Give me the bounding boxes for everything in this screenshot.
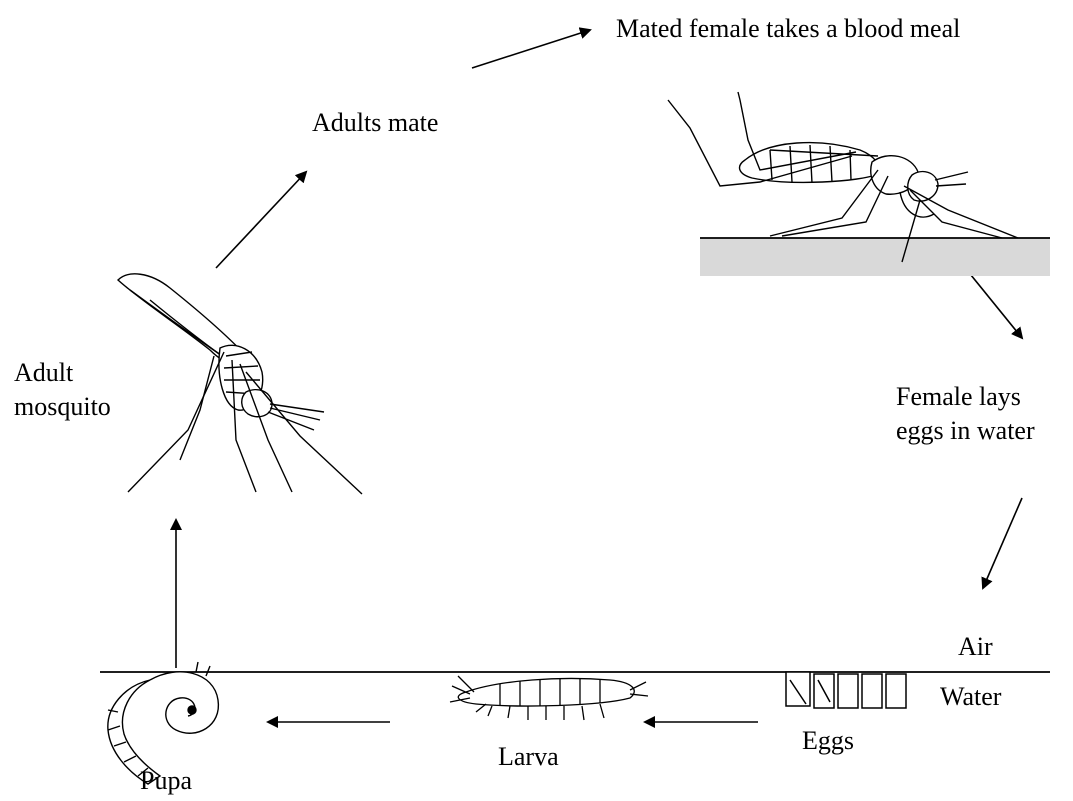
label-air: Air: [958, 630, 993, 664]
label-adults-mate: Adults mate: [312, 106, 438, 140]
label-adult-mosquito: Adult mosquito: [14, 356, 111, 424]
mosquito-feeding-icon: [668, 92, 1050, 276]
label-adult-mosquito-line1: Adult: [14, 356, 111, 390]
label-female-lays-line2: eggs in water: [896, 414, 1035, 448]
skin-block: [700, 238, 1050, 276]
label-female-lays-line1: Female lays: [896, 380, 1035, 414]
arrow-mate-to-bloodmeal: [472, 30, 590, 68]
label-larva: Larva: [498, 740, 559, 774]
label-blood-meal: Mated female takes a blood meal: [616, 12, 960, 46]
cycle-arrows: [176, 30, 1022, 722]
arrow-lays-to-water: [983, 498, 1022, 588]
larva-icon: [450, 676, 648, 720]
label-pupa: Pupa: [140, 764, 192, 798]
label-adult-mosquito-line2: mosquito: [14, 390, 111, 424]
eggs-icon: [786, 672, 906, 708]
label-female-lays: Female lays eggs in water: [896, 380, 1035, 448]
label-water: Water: [940, 680, 1001, 714]
arrow-adult-to-mate: [216, 172, 306, 268]
mosquito-adult-icon: [118, 274, 362, 494]
label-eggs: Eggs: [802, 724, 854, 758]
